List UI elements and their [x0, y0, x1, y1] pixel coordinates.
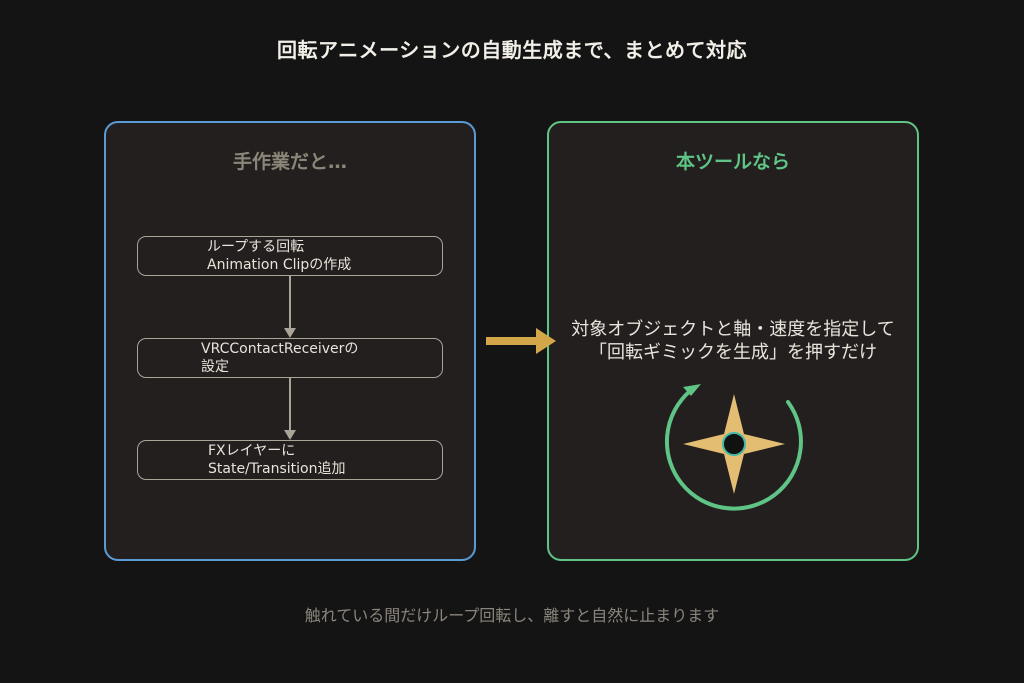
page-title: 回転アニメーションの自動生成まで、まとめて対応	[277, 38, 747, 62]
step-fx-layer: FXレイヤーに State/Transition追加	[137, 440, 443, 480]
tool-title: 本ツールなら	[675, 151, 790, 173]
step-line: Animation Clipの作成	[207, 257, 352, 273]
tool-description-line: 対象オブジェクトと軸・速度を指定して	[571, 319, 895, 340]
step-line: ループする回転	[207, 239, 305, 255]
arrow-right-icon	[486, 328, 556, 354]
tool-description-line: 「回転ギミックを生成」を押すだけ	[589, 342, 877, 363]
step-line: State/Transition追加	[208, 461, 346, 477]
step-line: VRCContactReceiverの	[201, 341, 359, 357]
manual-work-title: 手作業だと…	[232, 151, 347, 173]
step-animation-clip: ループする回転 Animation Clipの作成	[137, 236, 443, 276]
step-line: 設定	[201, 359, 229, 375]
footer-caption: 触れている間だけループ回転し、離すと自然に止まります	[304, 606, 720, 625]
tool-description: 対象オブジェクトと軸・速度を指定して 「回転ギミックを生成」を押すだけ	[547, 318, 919, 364]
step-contact-receiver: VRCContactReceiverの 設定	[137, 338, 443, 378]
step-line: FXレイヤーに	[208, 443, 296, 459]
